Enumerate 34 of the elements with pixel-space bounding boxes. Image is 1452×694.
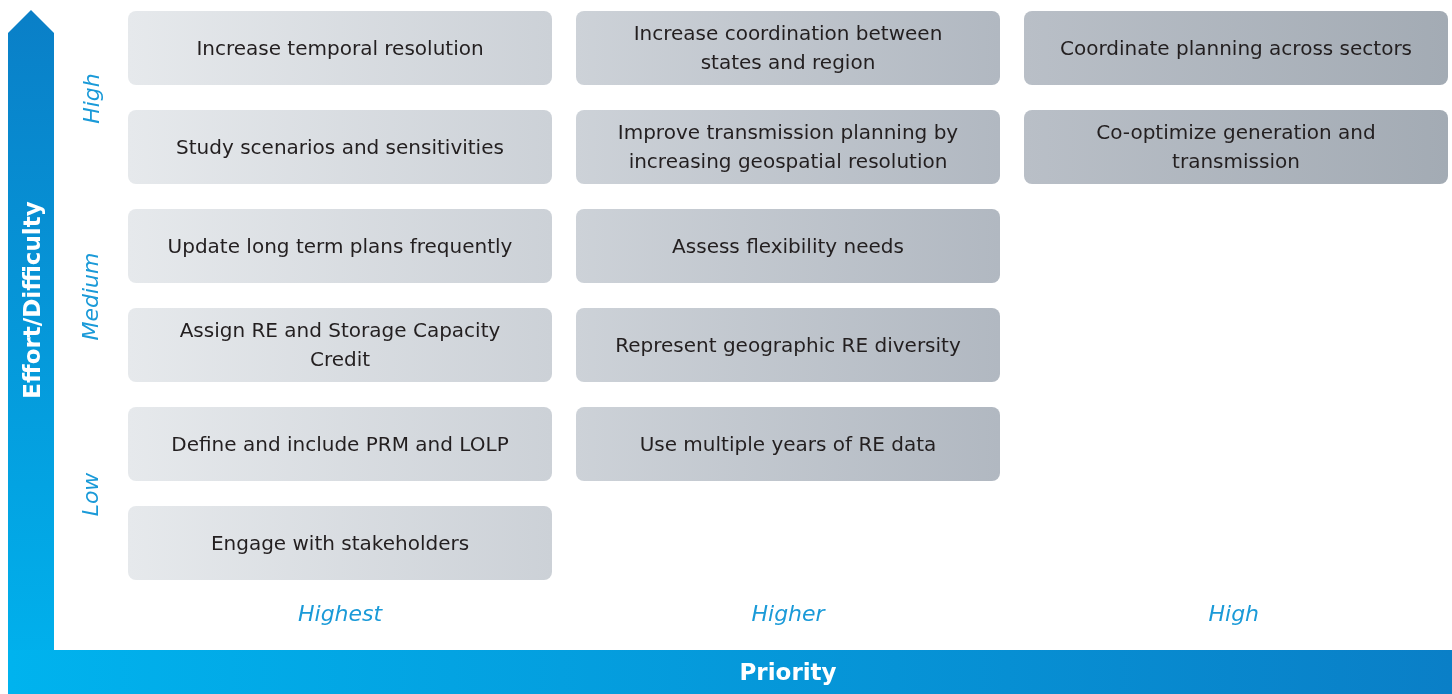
action-card [128, 506, 552, 580]
effort-level: Low [78, 472, 104, 516]
action-card [128, 407, 552, 481]
axis-title: Priority [739, 659, 837, 685]
action-text: Coordinate planning across sectors [1059, 34, 1413, 62]
action-card [576, 407, 1000, 481]
action-card [128, 110, 552, 184]
action-text: Use multiple years of RE data [639, 430, 937, 458]
action-text: Represent geographic RE diversity [615, 331, 961, 359]
priority-level: High [1208, 600, 1260, 626]
action-card [1024, 11, 1448, 85]
priority-level: Highest [298, 600, 383, 626]
action-card [576, 110, 1000, 184]
action-text: Assess flexibility needs [672, 232, 904, 260]
action-text: Define and include PRM and LOLP [171, 430, 509, 458]
action-text: Engage with stakeholders [210, 529, 470, 557]
action-card [576, 308, 1000, 382]
action-text: Study scenarios and sensitivities [176, 133, 504, 161]
action-card [128, 11, 552, 85]
action-text: Update long term plans frequently [167, 232, 513, 260]
action-card [576, 209, 1000, 283]
action-text: Co-optimize generation and transmission [1095, 119, 1377, 175]
action-text: Assign RE and Storage Capacity Credit [178, 317, 502, 373]
action-card [128, 209, 552, 283]
action-card [1024, 110, 1448, 184]
effort-level: Medium [78, 252, 104, 340]
axis-title: Effort/Difficulty [18, 201, 45, 399]
action-text: Increase temporal resolution [196, 34, 484, 62]
action-card [576, 11, 1000, 85]
effort-level: High [78, 72, 104, 124]
action-card [128, 308, 552, 382]
priority-level: Higher [751, 600, 825, 626]
action-text: Improve transmission planning by increasing geospatial resolution [616, 119, 960, 175]
action-text: Increase coordination between states and region [632, 20, 944, 76]
